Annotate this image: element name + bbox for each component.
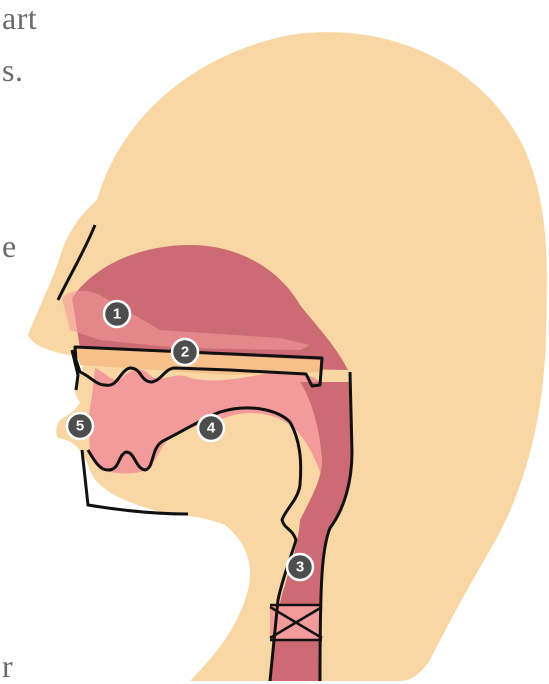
svg-text:2: 2 xyxy=(181,344,189,361)
marker-5: 5 xyxy=(67,413,93,439)
svg-text:4: 4 xyxy=(207,420,216,437)
svg-text:1: 1 xyxy=(113,306,121,323)
marker-1: 1 xyxy=(104,301,130,327)
marker-3: 3 xyxy=(287,554,313,580)
svg-text:3: 3 xyxy=(296,559,304,576)
marker-4: 4 xyxy=(198,415,224,441)
marker-2: 2 xyxy=(172,339,198,365)
svg-text:5: 5 xyxy=(76,418,84,435)
